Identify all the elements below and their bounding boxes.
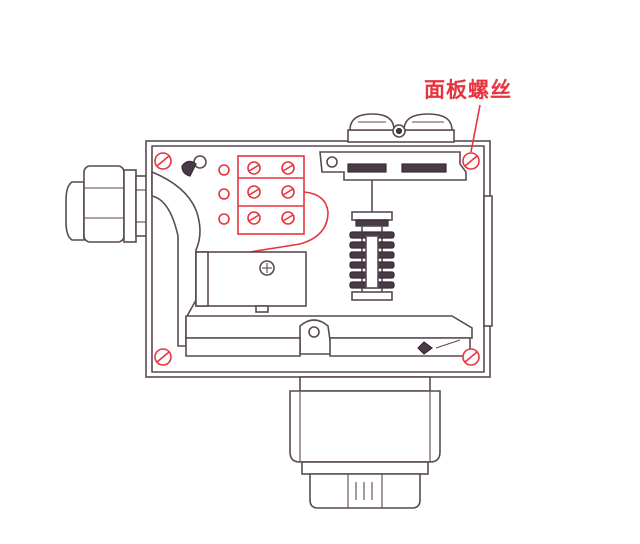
- panel-screw-top-left: [154, 152, 172, 170]
- ground-screw: [181, 155, 207, 177]
- panel-screws-callout-label: 面板螺丝: [424, 78, 512, 102]
- callout-leader-line: [470, 104, 481, 153]
- panel-screw-bottom-left: [154, 348, 172, 366]
- micro-switch: [195, 251, 307, 313]
- terminal-screws: [247, 161, 295, 225]
- panel-screws: [154, 152, 480, 366]
- pressure-fitting: [289, 376, 441, 509]
- left-interior-guard: [151, 170, 201, 347]
- terminal-block: [218, 155, 329, 253]
- lever-plate: [185, 315, 473, 357]
- top-bracket: [319, 151, 467, 181]
- spring-assembly: [349, 180, 395, 301]
- top-screw-caps: [347, 113, 455, 143]
- cable-gland: [65, 165, 149, 243]
- terminal-numbers: [218, 164, 230, 225]
- panel-screw-top-right: [462, 152, 480, 170]
- terminal-wire: [249, 191, 329, 253]
- panel-screw-bottom-right: [462, 348, 480, 366]
